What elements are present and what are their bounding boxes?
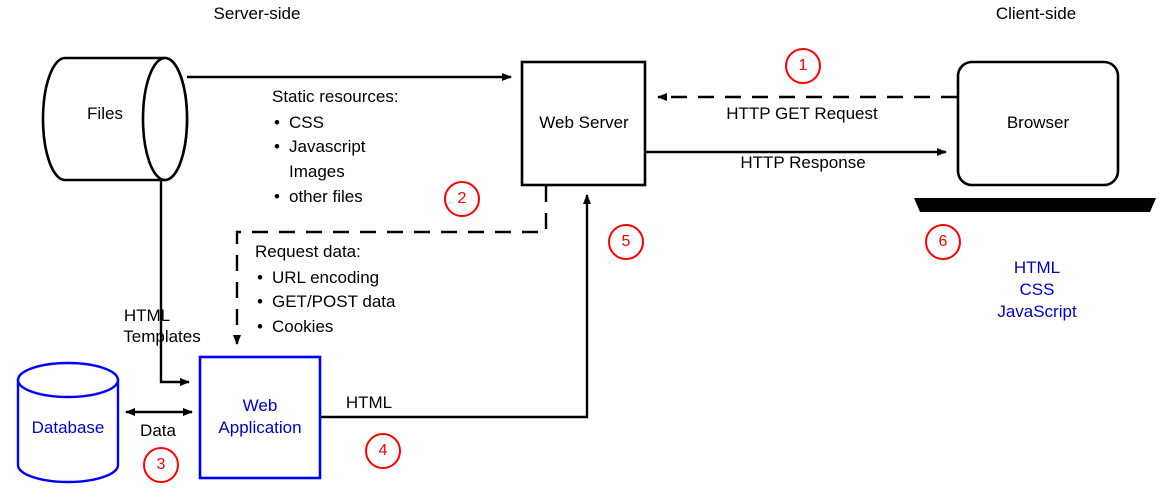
- edge-webapplication-to-webserver-html: [321, 194, 591, 419]
- static-resources-list: Static resources: CSS Javascript Images …: [272, 85, 399, 209]
- step-marker-4: 4: [365, 433, 401, 469]
- web-application-node-label-line1: Web: [242, 396, 278, 415]
- files-cylinder-shape: [41, 56, 189, 182]
- request-data-item: GET/POST data: [257, 290, 396, 315]
- static-resources-header: Static resources:: [272, 87, 399, 106]
- data-edge-label: Data: [140, 421, 176, 440]
- static-resource-item: CSS: [274, 111, 399, 136]
- step-marker-5: 5: [608, 224, 644, 260]
- static-resources-items: CSS Javascript Images other files: [272, 111, 399, 210]
- step-marker-2: 2: [444, 181, 480, 217]
- laptop-base-shape: [914, 198, 1156, 212]
- database-cylinder-shape: [16, 361, 120, 484]
- edge-webserver-to-webapplication-request: [233, 186, 548, 345]
- html-templates-label-line1: HTML: [123, 306, 171, 325]
- html-from-webapplication-label: HTML: [345, 393, 393, 412]
- client-technology-html: HTML: [1013, 258, 1061, 277]
- static-resource-item: Javascript: [274, 135, 399, 160]
- web-server-node-label: Web Server: [539, 113, 629, 132]
- client-technology-css: CSS: [1019, 280, 1055, 299]
- step-marker-1: 1: [785, 48, 821, 84]
- step-marker-3: 3: [143, 447, 179, 483]
- request-data-header: Request data:: [255, 242, 361, 261]
- client-technology-javascript: JavaScript: [997, 302, 1077, 321]
- database-node-label: Database: [31, 418, 105, 437]
- request-data-item: Cookies: [257, 315, 395, 340]
- server-side-title: Server-side: [213, 4, 301, 23]
- browser-box-shape: [956, 60, 1120, 187]
- web-application-node-label-line2: Application: [218, 418, 302, 437]
- step-marker-6: 6: [925, 224, 961, 260]
- client-side-title: Client-side: [995, 4, 1077, 23]
- files-node-label: Files: [87, 104, 123, 123]
- web-application-box-shape: [198, 355, 322, 480]
- request-data-items: URL encoding GET/POST data Cookies: [255, 266, 396, 340]
- request-data-list: Request data: URL encoding GET/POST data…: [255, 240, 395, 340]
- browser-node-label: Browser: [1006, 113, 1070, 132]
- edge-files-to-webapplication: [159, 181, 190, 386]
- web-server-box-shape: [520, 60, 647, 187]
- http-get-request-label: HTTP GET Request: [726, 104, 878, 123]
- http-response-label: HTTP Response: [740, 153, 866, 172]
- html-templates-label-line2: Templates: [123, 327, 201, 346]
- request-data-item: URL encoding: [257, 266, 395, 291]
- static-resource-item: Images: [289, 161, 345, 181]
- static-resource-item: other files: [274, 185, 399, 210]
